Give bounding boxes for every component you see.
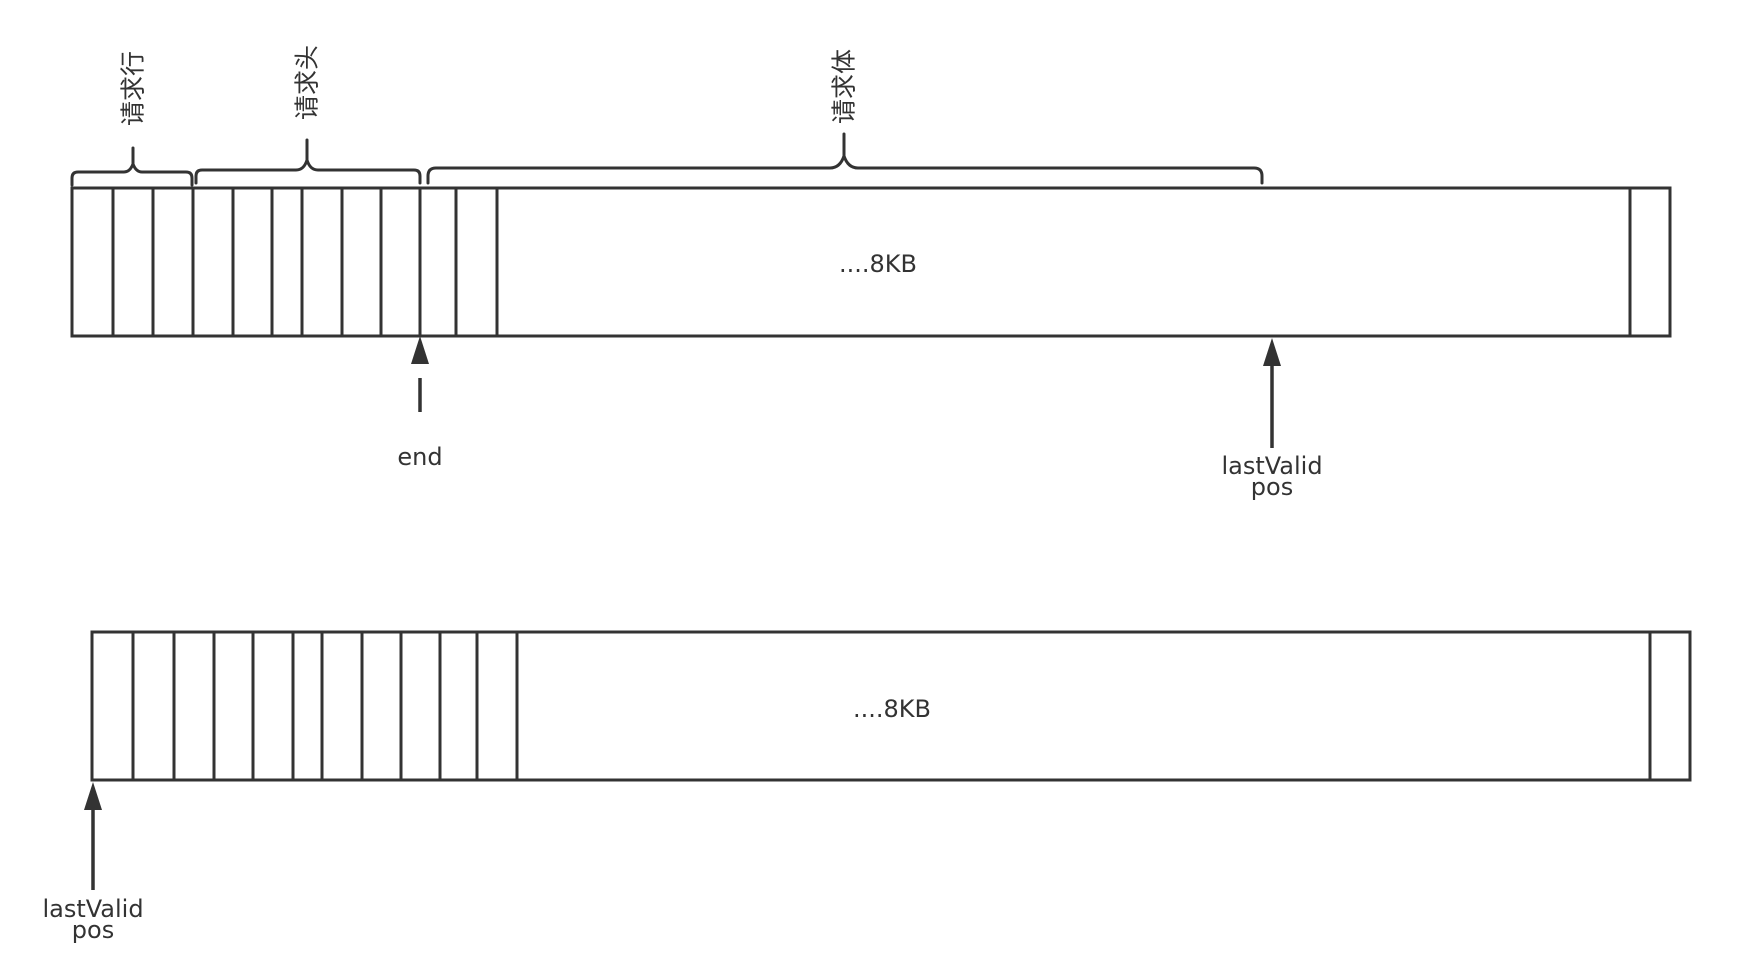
top-buffer-outline: [70, 186, 1672, 338]
top-lastvalid-arrow-head: [1263, 338, 1281, 366]
brace-request-line: [70, 146, 194, 187]
section-label-request-body: 请求体: [830, 49, 859, 124]
top-lastvalid-pointer: lastValid pos: [1221, 338, 1323, 501]
end-pointer-label: end: [397, 443, 442, 471]
bottom-lastvalid-arrow-head: [84, 782, 102, 810]
end-pointer: end: [397, 336, 443, 471]
top-lastvalid-label-line1: lastValid: [1221, 452, 1322, 480]
bottom-lastvalid-label-line2: pos: [72, 916, 114, 944]
bottom-lastvalid-label-line1: lastValid: [42, 895, 143, 923]
brace-request-body: [426, 132, 1264, 185]
top-buffer-size-label: ....8KB: [839, 250, 917, 278]
end-arrow-head: [411, 336, 429, 364]
bottom-lastvalid-pointer: lastValid pos: [42, 782, 144, 944]
bottom-buffer-size-label: ....8KB: [853, 695, 931, 723]
section-label-request-line: 请求行: [119, 51, 148, 126]
top-lastvalid-label-line2: pos: [1251, 473, 1293, 501]
section-label-request-header: 请求头: [293, 45, 322, 120]
section-braces: 请求行 请求头 请求体: [70, 45, 1264, 187]
bottom-buffer-outline: [90, 630, 1692, 782]
brace-request-header: [194, 138, 422, 185]
top-buffer: ....8KB: [70, 186, 1672, 338]
bottom-buffer: ....8KB: [90, 630, 1692, 782]
